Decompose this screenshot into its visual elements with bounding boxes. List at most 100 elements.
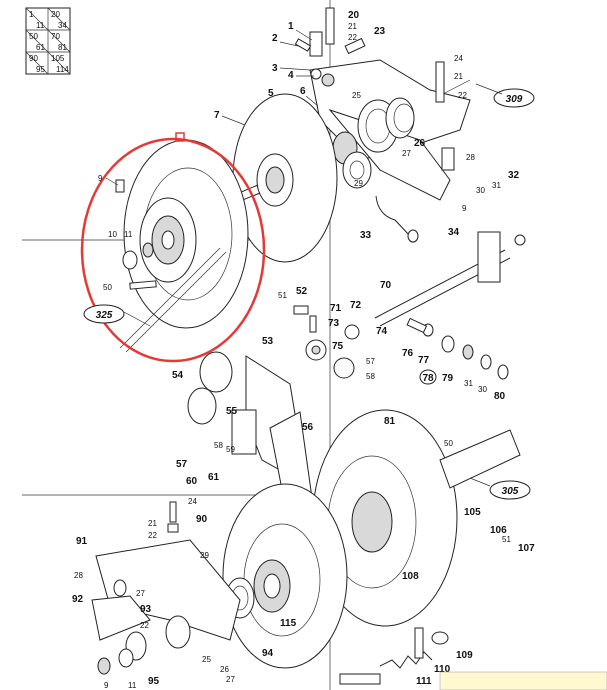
part-label: 6 bbox=[300, 86, 306, 97]
right-small-parts bbox=[406, 317, 509, 380]
highlighted-pulley-assembly bbox=[115, 139, 249, 353]
part-label: 106 bbox=[490, 525, 507, 536]
part-label: 61 bbox=[208, 472, 220, 483]
part-label: 56 bbox=[302, 422, 314, 433]
part-label: 31 bbox=[464, 379, 473, 388]
reference-label: 305 bbox=[502, 486, 519, 497]
range-cell: 34 bbox=[58, 21, 67, 30]
part-label: 95 bbox=[148, 676, 160, 687]
part-label: 57 bbox=[366, 357, 375, 366]
corner-panel bbox=[439, 671, 607, 690]
upper-disc bbox=[209, 93, 338, 263]
part-label: 91 bbox=[76, 536, 88, 547]
part-label: 22 bbox=[348, 33, 357, 42]
part-label: 109 bbox=[456, 650, 473, 661]
part-label: 31 bbox=[492, 181, 501, 190]
part-label: 57 bbox=[176, 459, 188, 470]
part-label: 53 bbox=[262, 336, 274, 347]
part-label: 9 bbox=[98, 174, 103, 183]
top-bracket-assembly bbox=[294, 7, 471, 243]
part-label: 107 bbox=[518, 543, 535, 554]
part-label: 24 bbox=[188, 497, 197, 506]
part-labels: 1 2 3 4 5 6 7 20 21 22 23 24 21 22 25 26… bbox=[72, 10, 535, 690]
threaded-rod bbox=[374, 231, 526, 327]
range-cell: 114 bbox=[56, 65, 69, 74]
part-label: 30 bbox=[478, 385, 487, 394]
part-label: 22 bbox=[140, 621, 149, 630]
part-label: 26 bbox=[414, 138, 426, 149]
range-cell: 50 bbox=[29, 32, 38, 41]
lower-disc bbox=[312, 409, 521, 627]
part-label: 30 bbox=[476, 186, 485, 195]
part-label: 21 bbox=[148, 519, 157, 528]
range-table: 1 20 11 34 50 70 61 81 90 105 95 114 bbox=[25, 7, 71, 75]
part-label: 28 bbox=[74, 571, 83, 580]
highlight-circle bbox=[80, 137, 266, 363]
part-label: 54 bbox=[172, 370, 184, 381]
part-label: 51 bbox=[278, 291, 287, 300]
range-cell: 95 bbox=[36, 65, 45, 74]
part-label: 50 bbox=[444, 439, 453, 448]
part-label: 26 bbox=[220, 665, 229, 674]
part-label: 77 bbox=[418, 355, 430, 366]
part-label: 74 bbox=[376, 326, 388, 337]
part-label: 73 bbox=[328, 318, 340, 329]
part-label: 72 bbox=[350, 300, 362, 311]
part-label: 1 bbox=[288, 21, 294, 32]
part-label: 32 bbox=[508, 170, 520, 181]
part-label: 58 bbox=[214, 441, 223, 450]
part-label: 58 bbox=[366, 372, 375, 381]
part-label: 4 bbox=[288, 70, 294, 81]
part-label: 5 bbox=[268, 88, 274, 99]
reference-325[interactable]: 325 bbox=[83, 304, 125, 324]
part-label: 92 bbox=[72, 594, 84, 605]
part-label: 55 bbox=[226, 406, 238, 417]
reference-label: 325 bbox=[96, 310, 113, 321]
reference-305[interactable]: 305 bbox=[489, 480, 531, 500]
part-label: 93 bbox=[140, 604, 152, 615]
part-label: 79 bbox=[442, 373, 454, 384]
part-label: 75 bbox=[332, 341, 344, 352]
range-cell: 61 bbox=[36, 43, 45, 52]
part-label: 90 bbox=[196, 514, 208, 525]
range-cell: 11 bbox=[36, 21, 45, 30]
part-label: 27 bbox=[402, 149, 411, 158]
part-label: 27 bbox=[136, 589, 145, 598]
part-label: 60 bbox=[186, 476, 198, 487]
part-label: 105 bbox=[464, 507, 481, 518]
part-label: 7 bbox=[214, 110, 220, 121]
range-cell: 1 bbox=[29, 10, 34, 19]
lower-pulley bbox=[222, 483, 348, 669]
part-label: 22 bbox=[148, 531, 157, 540]
part-label: 25 bbox=[202, 655, 211, 664]
part-label: 3 bbox=[272, 63, 278, 74]
part-label: 80 bbox=[494, 391, 506, 402]
part-label: 21 bbox=[454, 72, 463, 81]
reference-label: 309 bbox=[506, 94, 523, 105]
part-label: 94 bbox=[262, 648, 274, 659]
leader-lines bbox=[105, 29, 503, 487]
part-label: 11 bbox=[128, 681, 137, 690]
range-cell: 105 bbox=[51, 54, 65, 63]
range-cell: 81 bbox=[58, 43, 67, 52]
part-label: 10 bbox=[108, 230, 117, 239]
range-cell: 70 bbox=[51, 32, 60, 41]
part-label: 110 bbox=[434, 664, 451, 675]
middle-bracket-assembly bbox=[187, 305, 360, 511]
part-label: 29 bbox=[200, 551, 209, 560]
part-label: 33 bbox=[360, 230, 372, 241]
part-label: 71 bbox=[330, 303, 342, 314]
part-label: 108 bbox=[402, 571, 419, 582]
part-label: 50 bbox=[103, 283, 112, 292]
part-label: 28 bbox=[466, 153, 475, 162]
part-label: 24 bbox=[454, 54, 463, 63]
part-label: 25 bbox=[352, 91, 361, 100]
part-label: 22 bbox=[458, 91, 467, 100]
part-label: 9 bbox=[104, 681, 109, 690]
part-label: 70 bbox=[380, 280, 392, 291]
reference-309[interactable]: 309 bbox=[493, 88, 535, 108]
part-label: 59 bbox=[226, 445, 235, 454]
part-label: 2 bbox=[272, 33, 278, 44]
part-label: 29 bbox=[354, 179, 363, 188]
lower-bracket-assembly bbox=[91, 501, 241, 675]
